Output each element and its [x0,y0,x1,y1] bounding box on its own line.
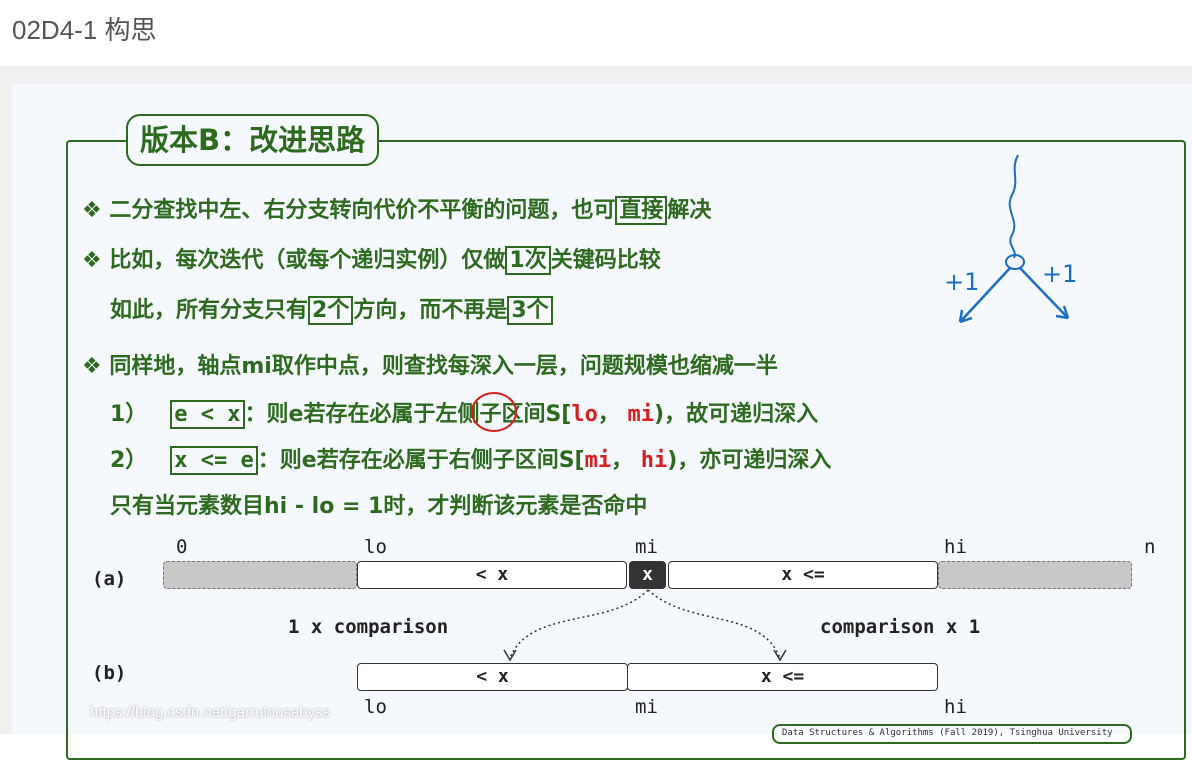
line-3-middle: 方向，而不再是 [353,298,508,323]
slide-title: 版本B：改进思路 [126,114,380,166]
label-b-mi: mi [635,696,658,718]
comparison-left-label: 1 x comparison [288,616,449,638]
bullet-1-tail: 解决 [667,198,712,223]
case-1-number: 1） [110,402,148,427]
bar-a-left: < x [357,561,627,589]
case-1: 1） e < x：则e若存在必属于左侧子区间S[lo， mi)，故可递归深入 [110,396,819,429]
bullet-1-boxed: 直接 [615,196,668,225]
label-0: 0 [176,536,188,558]
label-a: (a) [92,568,127,590]
line-3-text: 如此，所有分支只有 [110,298,309,323]
label-b-hi: hi [944,696,967,718]
bullet-2-text: ❖ 比如，每次迭代（或每个递归实例）仅做 [82,248,506,273]
label-b-lo: lo [364,696,387,718]
red-circle-annotation [471,392,517,432]
bar-b-left: < x [357,663,628,691]
label-mi: mi [635,536,658,558]
case-2-comma: ， [611,448,641,473]
case-2-tail: )，亦可递归深入 [667,448,832,473]
bar-a-left-gray [163,561,357,589]
case-2: 2） x <= e：则e若存在必属于右侧子区间S[mi， hi)，亦可递归深入 [110,442,832,475]
label-lo: lo [364,536,387,558]
case-2-text: ：则e若存在必属于右侧子区间S[ [257,448,585,473]
comparison-right-label: comparison x 1 [820,616,981,638]
line-7: 只有当元素数目hi - lo = 1时，才判断该元素是否命中 [110,494,648,519]
handwritten-sketch: +1 +1 [944,154,1077,324]
page-title: 02D4-1 构思 [12,15,157,45]
bullet-2-boxed: 1次 [505,246,551,275]
comparison-arrows [503,589,787,662]
bullet-1-text: ❖ 二分查找中左、右分支转向代价不平衡的问题，也可 [82,198,616,223]
bullet-2-tail: 关键码比较 [550,248,661,273]
bullet-1: ❖ 二分查找中左、右分支转向代价不平衡的问题，也可直接解决 [82,192,712,225]
label-hi: hi [944,536,967,558]
bar-a-right-gray [938,561,1132,589]
line-3-boxed-1: 2个 [308,296,354,325]
bar-a-right: x <= [668,561,938,589]
label-b: (b) [92,662,127,684]
bullet-4: ❖ 同样地，轴点mi取作中点，则查找每深入一层，问题规模也缩减一半 [82,354,778,379]
bar-a-pivot: x [629,561,666,589]
sketch-left-label: +1 [944,268,979,296]
watermark: https://blog.csdn.net/garrulousabyss [90,704,331,721]
case-2-mi: mi [584,448,612,473]
slide [12,84,1192,734]
case-1-mi: mi [627,402,655,427]
bar-b-right: x <= [627,663,938,691]
case-1-tail: )，故可递归深入 [654,402,819,427]
case-1-text: ：则e若存在必属于左侧子区间S[ [244,402,572,427]
case-1-condition: e < x [170,400,245,429]
line-3-boxed-2: 3个 [507,296,553,325]
case-1-lo: lo [571,402,598,427]
slide-footer: Data Structures & Algorithms (Fall 2019)… [772,724,1132,744]
label-n: n [1144,536,1156,558]
case-1-comma: ， [597,402,628,427]
case-2-condition: x <= e [170,446,258,475]
sketch-right-label: +1 [1042,260,1077,288]
case-2-number: 2） [110,448,148,473]
case-2-hi: hi [640,448,668,473]
